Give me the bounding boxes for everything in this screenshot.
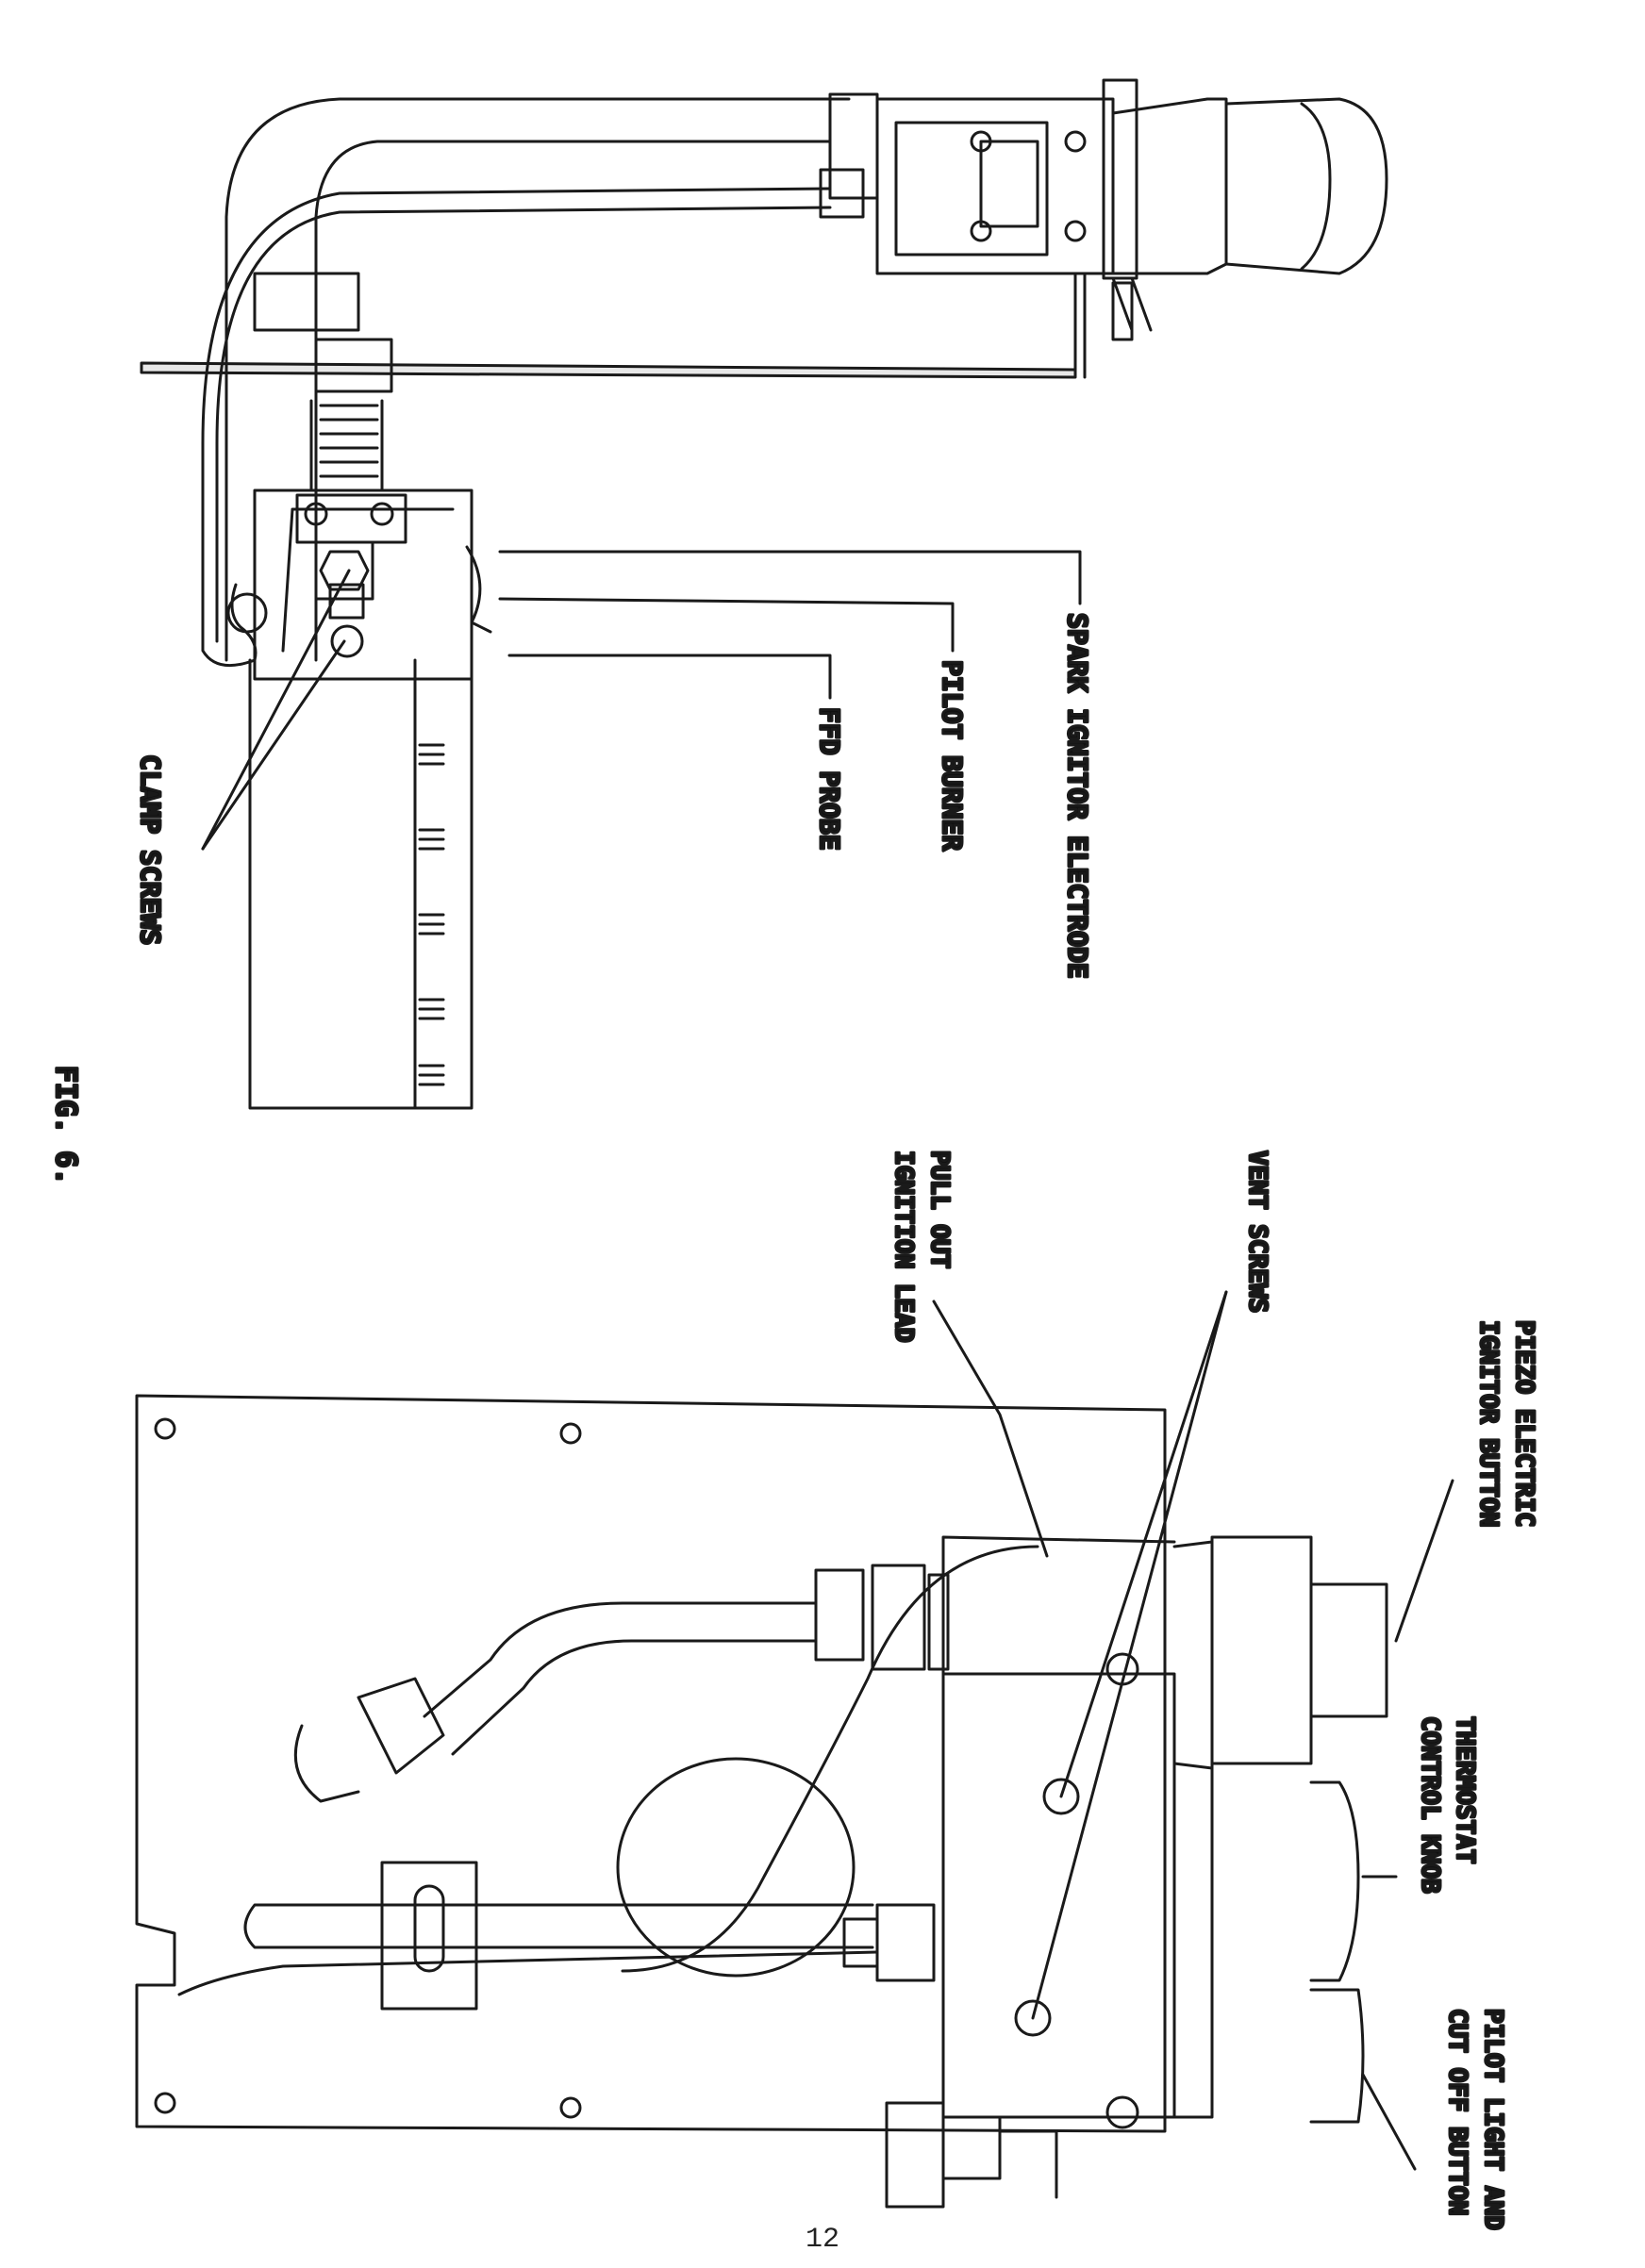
ffd-probe-leader [507,654,832,700]
figure-caption: FIG. 6. [49,1066,82,1184]
ignition-lead [621,1545,1039,1973]
pilot-tube-upper [243,1903,874,1949]
plate-hole-4 [559,2096,582,2119]
pilot-control-body [819,78,1388,341]
thermocouple-tube [201,187,832,668]
pilot-light-label-line1: PILOT LIGHT AND [1479,2009,1507,2230]
spark-ignitor-leader [498,550,1082,605]
pull-out-leader [932,1300,1049,1558]
pilot-assembly-drawing [140,78,1388,1110]
clamp-screws-leader-1 [201,569,351,851]
mounting-plate [135,1394,1167,2133]
thermocouple-tube-2 [215,206,832,643]
mounting-wall [140,361,1077,379]
vent-screws-label: VENT SCREWS [1243,1151,1271,1313]
gas-tube-outer [224,97,851,662]
piezo-button[interactable] [1309,1582,1388,1718]
pilot-light-label-line2: CUT OFF BUTTON [1443,2009,1471,2215]
piezo-leader [1394,1479,1454,1643]
pilot-light-leader [1361,2073,1417,2171]
valve-screw-bottom [1105,2095,1139,2129]
gas-valve-drawing [135,1290,1454,2209]
pilot-tube-lower [177,1950,879,1996]
vent-screws-leader-2 [1031,1290,1228,2020]
pilot-burner-leader [498,597,955,653]
clamp-screw-hex [319,550,370,591]
pilot-burner-label: PILOT BURNER [937,660,968,851]
pull-out-label-line2: IGNITION LEAD [889,1151,918,1343]
thermostat-label-line2: CONTROL KNOB [1416,1716,1444,1894]
ffd-probe-label: FFD PROBE [814,707,845,851]
plate-hole-1 [154,1417,176,1440]
threaded-fitting [253,272,393,492]
pilot-cutoff-button[interactable] [1309,1988,1365,2124]
vent-screw-1 [1042,1778,1080,1815]
pilot-bracket [226,488,492,681]
vent-screw-2 [1014,1999,1052,2037]
vent-screws-leader-1 [1059,1290,1228,1798]
piezo-label-line1: PIEZO ELECTRIC [1510,1320,1538,1527]
pull-out-label-line1: PULL OUT [925,1151,954,1268]
piezo-label-line2: IGNITOR BUTTON [1474,1320,1503,1527]
wall-bracket [1073,272,1087,379]
thermostat-label-line1: THERMOSTAT [1451,1716,1479,1864]
gas-tube-inner [314,140,832,662]
supply-tube [293,1601,818,2011]
page-number: 12 [805,2224,839,2256]
spark-ignitor-label: SPARK IGNITOR ELECTRODE [1062,613,1093,979]
plate-hole-2 [559,1422,582,1445]
clamp-screws-leader-2 [201,639,346,851]
outlet-fittings [814,1564,1058,2209]
thermostat-knob[interactable] [1309,1780,1360,1982]
magnet-circle [616,1757,856,1978]
plate-hole-3 [154,2092,176,2114]
clamp-screws-label: CLAMP SCREWS [135,754,166,945]
pilot-burner-sleeve [248,658,474,1110]
valve-body [941,1535,1388,2124]
